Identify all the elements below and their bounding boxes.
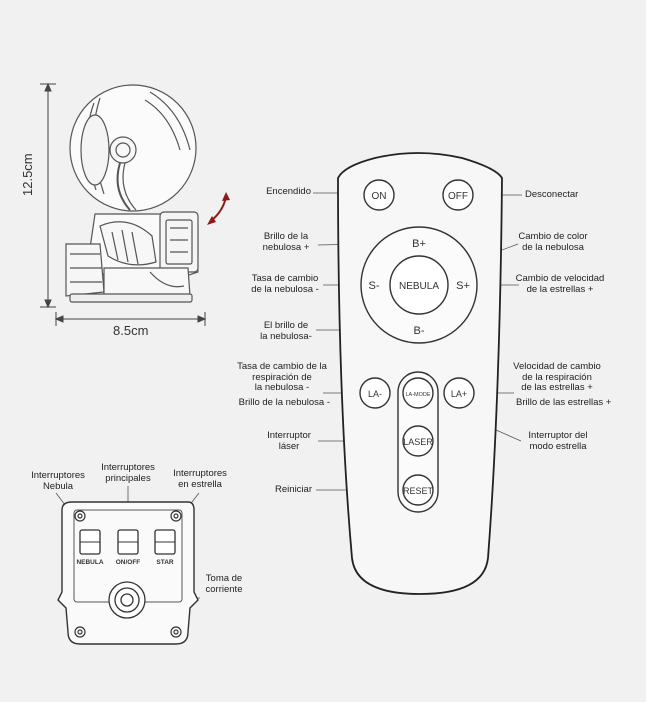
screw-icons <box>74 510 182 638</box>
on-button-label: ON <box>372 191 387 202</box>
nebula-switch-label: NEBULA <box>76 559 103 566</box>
b-plus-label: B+ <box>412 238 426 250</box>
s-minus-label: S- <box>369 280 380 292</box>
reset-button[interactable] <box>402 474 434 506</box>
label-brillo-estrellas-plus: Brillo de las estrellas + <box>516 397 612 408</box>
la-plus-label: LA+ <box>451 389 467 399</box>
label-brillo-nebulosa-minus-2: Brillo de la nebulosa - <box>238 397 330 408</box>
height-dimension-line <box>40 82 56 309</box>
nebula-switch[interactable] <box>79 529 101 555</box>
base-panel-body <box>57 501 199 645</box>
nebula-button[interactable] <box>389 255 449 315</box>
s-plus-label: S+ <box>456 280 470 292</box>
label-encendido: Encendido <box>266 186 311 197</box>
la-mode-label: LA-MODE <box>405 392 430 398</box>
reset-button-label: RESET <box>403 486 434 496</box>
la-plus-button[interactable] <box>443 377 475 409</box>
star-switch[interactable] <box>154 529 176 555</box>
off-button-label: OFF <box>448 191 468 202</box>
la-minus-button[interactable] <box>359 377 391 409</box>
off-button[interactable] <box>442 179 474 211</box>
nebula-button-label: NEBULA <box>399 281 439 292</box>
power-socket-icon[interactable] <box>108 581 146 619</box>
la-mode-button[interactable] <box>402 377 434 409</box>
b-minus-label: B- <box>414 325 425 337</box>
width-value: 8.5cm <box>113 323 149 338</box>
laser-button[interactable] <box>402 425 434 457</box>
label-desconectar: Desconectar <box>525 189 579 200</box>
la-minus-label: LA- <box>368 389 382 399</box>
label-reiniciar: Reiniciar <box>275 484 312 495</box>
width-dimension-line <box>54 312 207 326</box>
laser-button-label: LASER <box>403 437 433 447</box>
on-off-switch-label: ON/OFF <box>116 559 141 566</box>
astronaut-figure <box>65 84 199 303</box>
on-button[interactable] <box>363 179 395 211</box>
on-off-switch[interactable] <box>117 529 139 555</box>
star-switch-label: STAR <box>156 559 174 566</box>
rotation-arrow-icon <box>207 192 230 225</box>
width-dimension-label: 8.5cm <box>113 323 148 338</box>
